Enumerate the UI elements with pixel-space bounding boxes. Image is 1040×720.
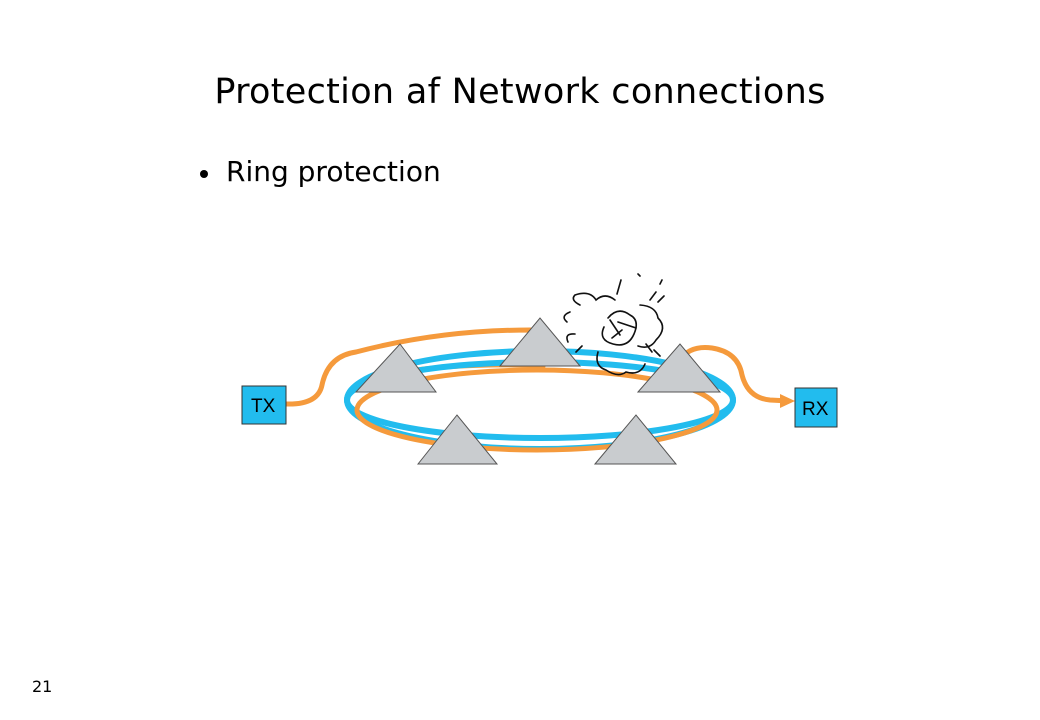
tx-label: TX (251, 396, 276, 417)
node-bottom-right (593, 414, 678, 465)
protection-ring (354, 367, 720, 453)
fiber-cut-icon (563, 273, 665, 376)
arrow-head-icon (780, 394, 795, 408)
bullet-item: Ring protection (200, 155, 441, 188)
page-number: 21 (32, 677, 53, 696)
slide-title: Protection af Network connections (214, 72, 826, 112)
node-top-center (498, 317, 582, 367)
node-right-top (636, 343, 722, 393)
node-left-top (354, 343, 437, 393)
rx-label: RX (802, 399, 829, 420)
node-bottom-left (416, 414, 499, 465)
protection-path-to-rx (677, 345, 790, 404)
rx-box: RX (794, 387, 838, 428)
tx-box: TX (241, 385, 287, 425)
bullet-text: Ring protection (226, 155, 441, 188)
bullet-icon (200, 169, 208, 178)
